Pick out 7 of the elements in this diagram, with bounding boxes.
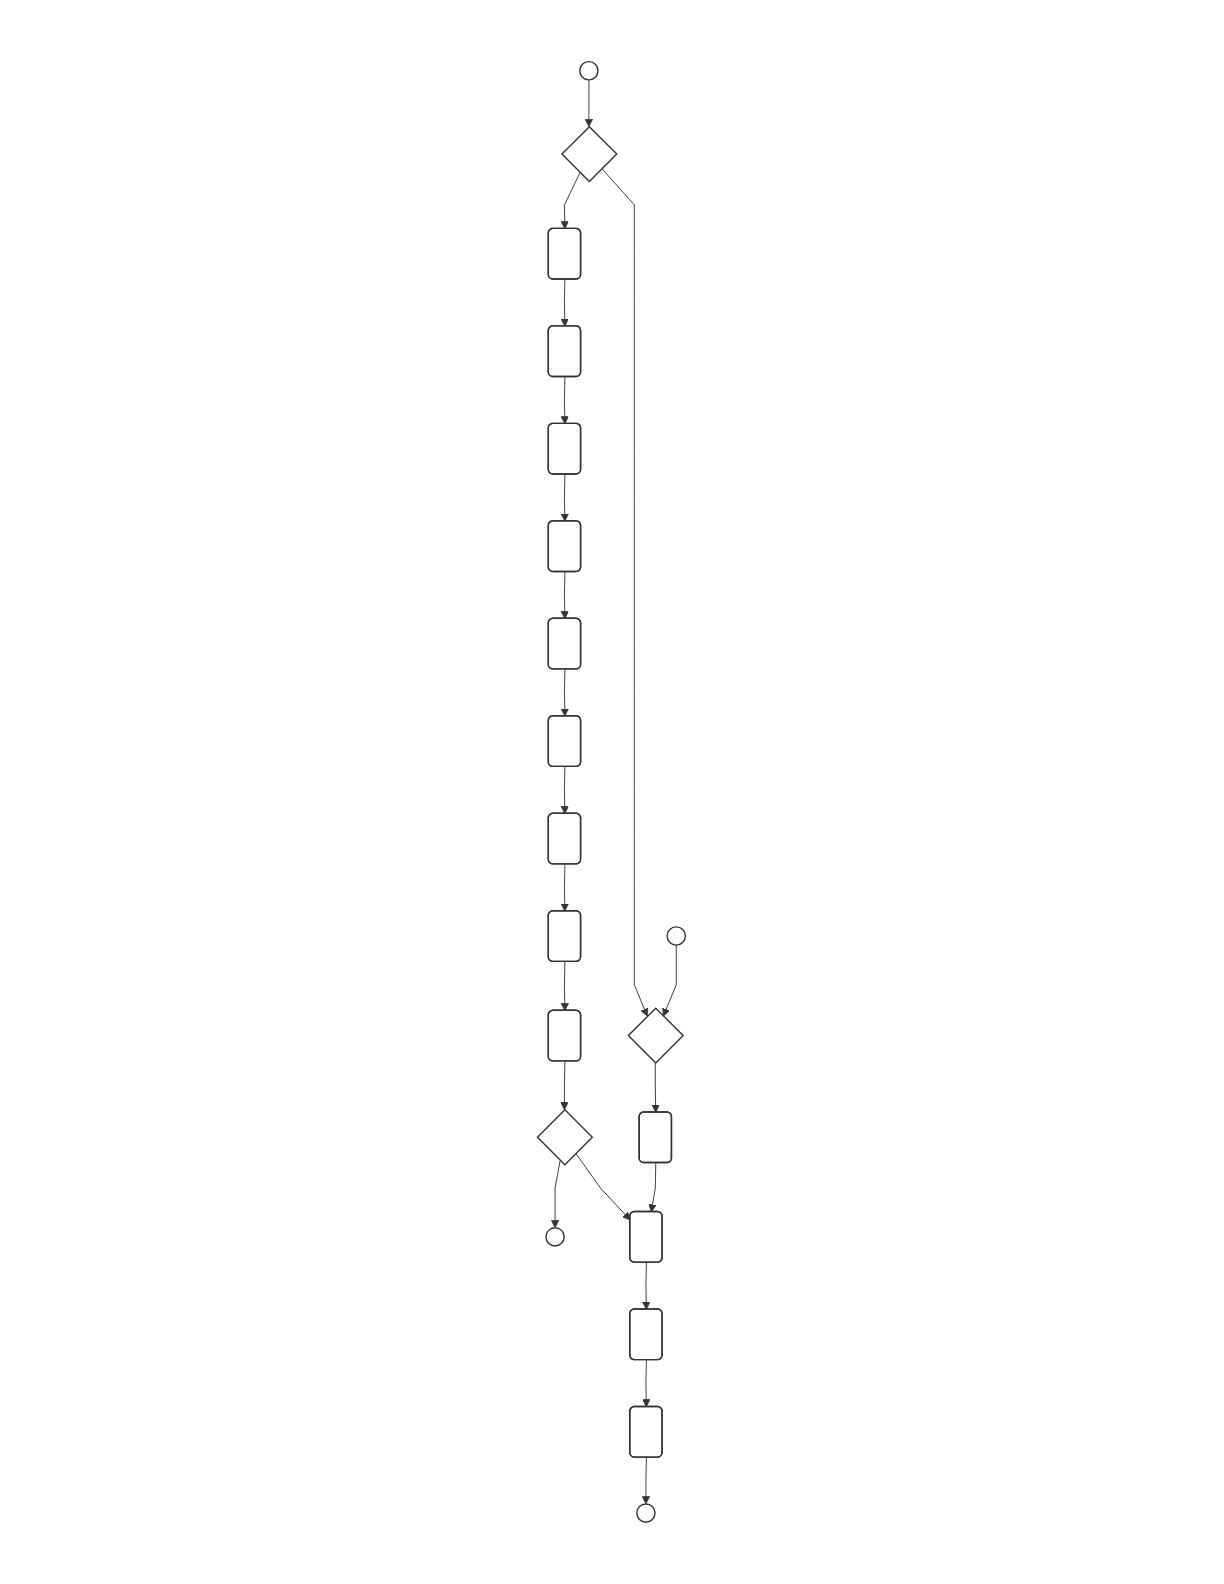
node-circle (667, 926, 687, 946)
node-diamond (537, 1108, 594, 1166)
node-circle (579, 61, 600, 81)
node-diamond (627, 1007, 685, 1065)
node-diamond (561, 125, 619, 183)
node-circle (636, 1503, 657, 1523)
node-circle (545, 1227, 566, 1247)
